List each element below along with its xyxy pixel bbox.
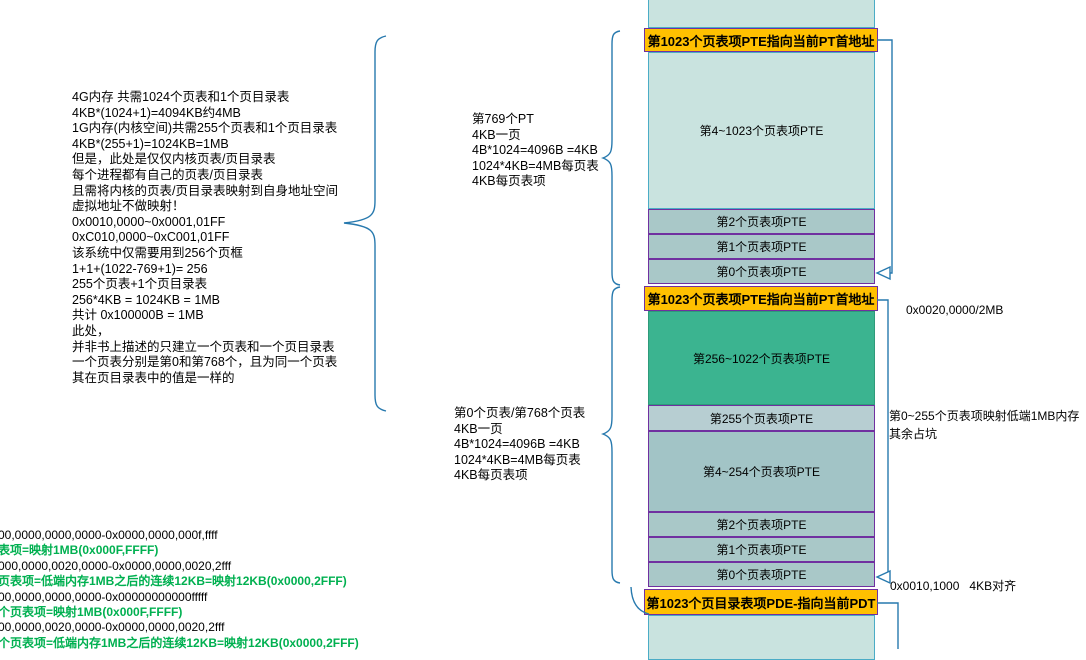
note-line: 且需将内核的页表/页目录表映射到自身地址空间 [72, 183, 338, 198]
upper-group-brace [601, 30, 621, 286]
note-line: 其在页目录表中的值是一样的 [72, 370, 235, 385]
low-1mb-mapping-label: 第0~255个页表项映射低端1MB内存 [889, 409, 1080, 423]
note-line: 4KB*(255+1)=1024KB=1MB [72, 136, 229, 151]
note-line: 4KB一页 [472, 127, 521, 142]
note-line: 4B*1024=4096B =4KB [454, 437, 580, 452]
note-line: 但是，此处是仅仅内核页表/页目录表 [72, 152, 276, 167]
pde-bar-connector [877, 602, 899, 649]
pte0-row-lower: 第0个页表项PTE [648, 562, 875, 587]
kernel-paging-notes: 4G内存 共需1024个页表和1个页目录表 4KB*(1024+1)=4094K… [72, 90, 338, 386]
lower-group-brace [601, 286, 621, 584]
pte1023-to-pte0-connector-lower [877, 299, 889, 578]
note-line: 4KB每页表项 [472, 174, 546, 189]
note-line: 此处， [72, 323, 110, 338]
addr-4kb-align-label: 0x0010,1000 4KB对齐 [890, 579, 1017, 593]
left-brace [343, 35, 387, 412]
pt-box-bottom-partial [648, 615, 875, 660]
note-line: 256*4KB = 1024KB = 1MB [72, 292, 221, 307]
note-line: 255个页表+1个页目录表 [72, 277, 208, 292]
pte255-row: 第255个页表项PTE [648, 405, 875, 431]
note-line: 00,0000,0000,0000-0x0000,0000,000f,ffff [0, 528, 218, 542]
note-line: 第0个页表/第768个页表 [454, 406, 586, 420]
pte4-1023-box: 第4~1023个页表项PTE [648, 52, 875, 209]
pt-box-top-partial [648, 0, 875, 28]
note-line: 虚拟地址不做映射！ [72, 199, 185, 214]
note-line: 4G内存 共需1024个页表和1个页目录表 [72, 90, 290, 104]
mapping-range-notes: 00,0000,0000,0000-0x0000,0000,000f,ffff … [0, 528, 359, 651]
note-line: 1024*4KB=4MB每页表 [454, 452, 581, 467]
note-line-highlight: 个页表项=低端内存1MB之后的连续12KB=映射12KB(0x0000,2FFF… [0, 635, 359, 650]
note-line: 1+1+(1022-769+1)= 256 [72, 261, 208, 276]
note-line: 4KB*(1024+1)=4094KB约4MB [72, 105, 241, 120]
note-line-highlight: 个页表项=映射1MB(0x000F,FFFF) [0, 604, 183, 619]
note-line: 4KB每页表项 [454, 468, 528, 483]
pt0-768-note: 第0个页表/第768个页表 4KB一页 4B*1024=4096B =4KB 1… [454, 406, 585, 484]
pte1023-self-ref-bar-upper: 第1023个页表项PTE指向当前PT首地址 [644, 28, 878, 52]
note-line: 0xC010,0000~0xC001,01FF [72, 230, 230, 245]
note-line: 0x0010,0000~0x0001,01FF [72, 214, 226, 229]
note-line: 1G内存(内核空间)共需255个页表和1个页目录表 [72, 121, 338, 136]
pte1023-to-pte0-connector-upper [877, 39, 893, 274]
note-line: 该系统中仅需要用到256个页框 [72, 245, 243, 260]
note-line: 1024*4KB=4MB每页表 [472, 158, 599, 173]
left-arrowhead-icon [875, 265, 891, 281]
note-line: 每个进程都有自己的页表/页目录表 [72, 167, 263, 182]
note-line: 000,0000,0020,0000-0x0000,0000,0020,2fff [0, 558, 232, 573]
note-line-highlight: 页表项=低端内存1MB之后的连续12KB=映射12KB(0x0000,2FFF) [0, 574, 347, 589]
pte256-1022-box: 第256~1022个页表项PTE [648, 311, 875, 405]
note-line: 4KB一页 [454, 421, 503, 436]
note-line: 并非书上描述的只建立一个页表和一个页目录表 [72, 339, 335, 354]
pt769-note: 第769个PT 4KB一页 4B*1024=4096B =4KB 1024*4K… [472, 112, 599, 190]
pte2-row-upper: 第2个页表项PTE [648, 209, 875, 234]
note-line: 4B*1024=4096B =4KB [472, 143, 598, 158]
note-line: 第769个PT [472, 112, 534, 126]
rest-placeholder-label: 其余占坑 [889, 427, 938, 441]
addr-2mb-label: 0x0020,0000/2MB [906, 303, 1004, 317]
note-line: 00,0000,0000,0000-0x00000000000fffff [0, 589, 208, 604]
pte1-row-upper: 第1个页表项PTE [648, 234, 875, 259]
note-line-highlight: 表项=映射1MB(0x000F,FFFF) [0, 543, 159, 558]
pte1023-self-ref-bar-lower: 第1023个页表项PTE指向当前PT首地址 [644, 286, 878, 311]
pte1-row-lower: 第1个页表项PTE [648, 537, 875, 562]
note-line: 一个页表分别是第0和第768个，且为同一个页表 [72, 355, 338, 370]
left-arrowhead-icon [875, 569, 891, 585]
pde1023-self-ref-bar: 第1023个页目录表项PDE-指向当前PDT [644, 589, 878, 615]
pte0-row-upper: 第0个页表项PTE [648, 259, 875, 284]
note-line: 00,0000,0020,0000-0x0000,0000,0020,2fff [0, 620, 225, 635]
pte4-254-box: 第4~254个页表项PTE [648, 431, 875, 512]
note-line: 共计 0x100000B = 1MB [72, 308, 204, 323]
pte2-row-lower: 第2个页表项PTE [648, 512, 875, 537]
